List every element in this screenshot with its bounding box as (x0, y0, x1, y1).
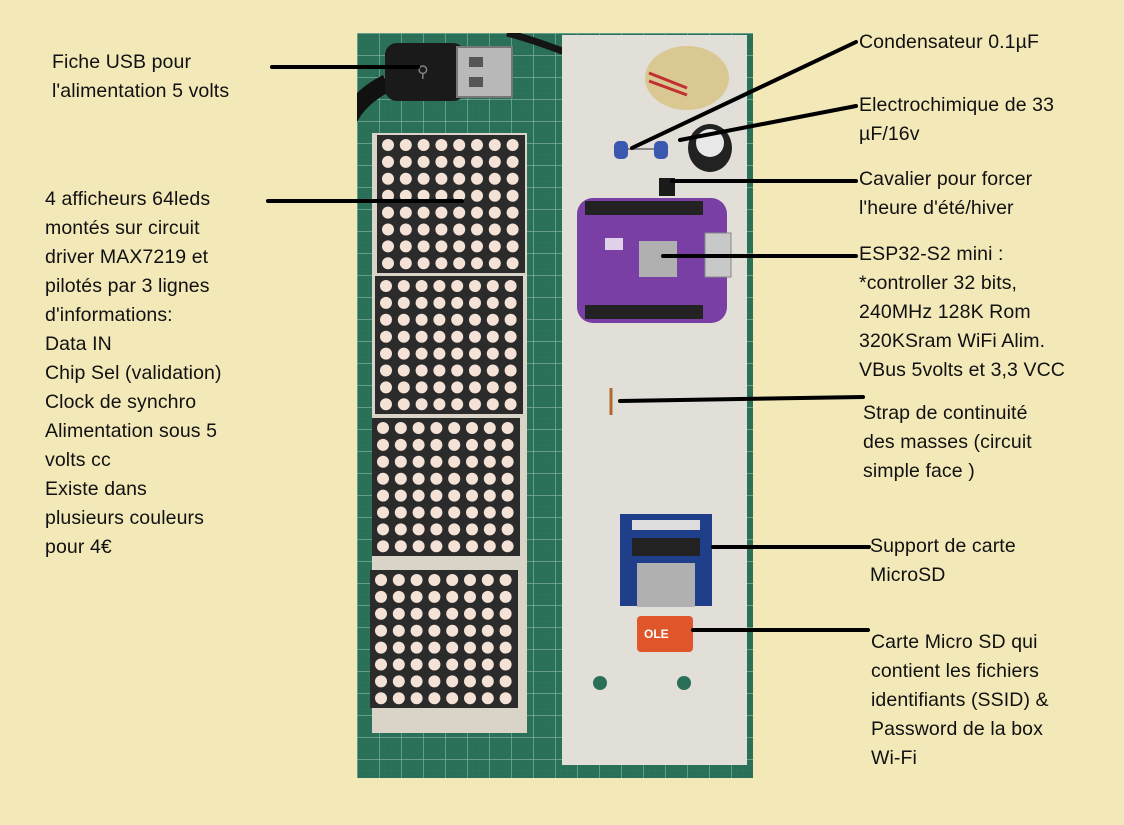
led-matrix (377, 135, 525, 273)
label-displays: 4 afficheurs 64leds montés sur circuit d… (45, 188, 222, 558)
hardware-photo: ⚲ OLE (357, 33, 753, 778)
label-capacitor: Condensateur 0.1µF (859, 31, 1039, 53)
sd-module (620, 514, 712, 607)
label-jumper: Cavalier pour forcer l'heure d'été/hiver (859, 168, 1033, 219)
led-matrix (375, 276, 523, 414)
sd-card-brand: OLE (644, 627, 669, 641)
label-sd-card: Carte Micro SD qui contient les fichiers… (871, 631, 1049, 769)
glue-blob (645, 46, 729, 110)
led-matrix (372, 418, 520, 556)
label-strap: Strap de continuité des masses (circuit … (863, 402, 1032, 482)
callout-line-capacitor (630, 40, 858, 150)
mounting-hole (593, 676, 607, 690)
mounting-hole (677, 676, 691, 690)
label-sd-support: Support de carte MicroSD (870, 535, 1016, 586)
label-electrolytic: Electrochimique de 33 µF/16v (859, 94, 1055, 145)
led-matrices (370, 135, 525, 708)
usb-plug-body (385, 43, 465, 101)
usb-cable (357, 74, 392, 123)
ceramic-capacitor (614, 141, 668, 159)
label-esp32: ESP32-S2 mini : *controller 32 bits, 240… (859, 243, 1065, 381)
svg-text:⚲: ⚲ (417, 62, 429, 81)
usb-plug-metal (456, 46, 513, 98)
sd-card: OLE (637, 616, 693, 652)
callout-line-electro (678, 104, 858, 142)
callout-line-strap (618, 395, 865, 403)
led-matrix (370, 570, 518, 708)
label-usb: Fiche USB pour l'alimentation 5 volts (52, 51, 230, 102)
